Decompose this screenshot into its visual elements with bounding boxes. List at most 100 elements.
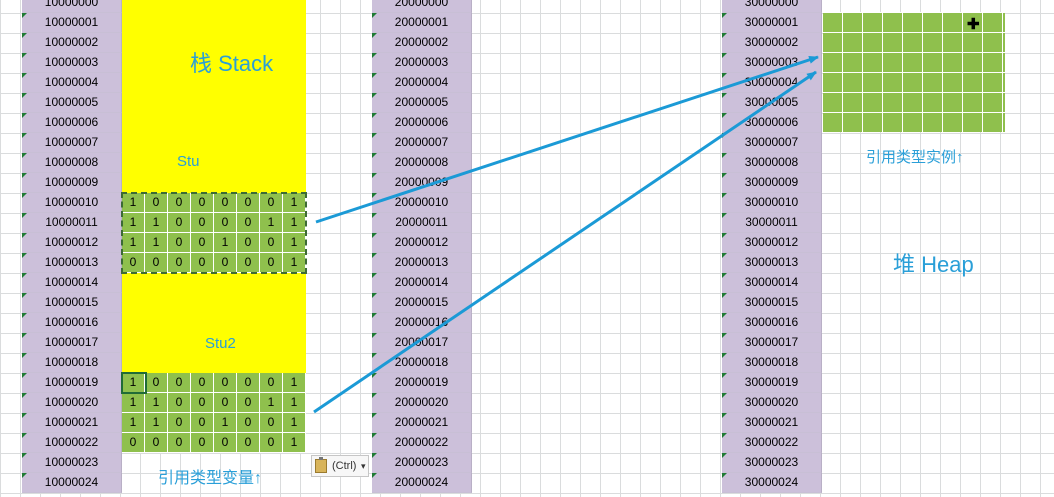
address-cell[interactable]: 10000024 [22,473,122,493]
address-cell[interactable]: 10000020 [22,393,122,413]
bit-cell[interactable]: 0 [260,193,283,213]
address-cell[interactable]: 10000014 [22,273,122,293]
address-cell[interactable]: 10000003 [22,53,122,73]
bit-cell[interactable]: 0 [237,193,260,213]
bit-cell[interactable]: 0 [191,433,214,453]
address-cell[interactable]: 20000016 [372,313,472,333]
bit-cell[interactable]: 0 [168,193,191,213]
address-cell[interactable]: 30000014 [722,273,822,293]
address-cell[interactable]: 10000017 [22,333,122,353]
bit-cell[interactable]: 0 [191,193,214,213]
address-cell[interactable]: 20000020 [372,393,472,413]
active-cell[interactable] [121,372,147,394]
address-cell[interactable]: 10000006 [22,113,122,133]
bit-cell[interactable]: 1 [122,233,145,253]
address-cell[interactable]: 20000018 [372,353,472,373]
address-cell[interactable]: 20000011 [372,213,472,233]
address-cell[interactable]: 10000012 [22,233,122,253]
bit-cell[interactable]: 1 [283,433,306,453]
bit-cell[interactable]: 0 [237,373,260,393]
address-cell[interactable]: 20000002 [372,33,472,53]
bit-cell[interactable]: 0 [237,233,260,253]
address-cell[interactable]: 30000012 [722,233,822,253]
address-cell[interactable]: 20000001 [372,13,472,33]
address-cell[interactable]: 20000003 [372,53,472,73]
address-cell[interactable]: 30000015 [722,293,822,313]
address-cell[interactable]: 20000023 [372,453,472,473]
paste-options-button[interactable]: (Ctrl) ▾ [311,455,369,477]
bit-cell[interactable]: 0 [260,373,283,393]
address-cell[interactable]: 20000017 [372,333,472,353]
address-cell[interactable]: 20000014 [372,273,472,293]
bit-cell[interactable]: 0 [260,413,283,433]
address-cell[interactable]: 30000000 [722,0,822,13]
address-cell[interactable]: 30000001 [722,13,822,33]
bit-cell[interactable]: 1 [214,233,237,253]
address-cell[interactable]: 10000000 [22,0,122,13]
bit-cell[interactable]: 1 [283,373,306,393]
bit-cell[interactable]: 0 [214,393,237,413]
bit-cell[interactable]: 0 [191,373,214,393]
address-cell[interactable]: 30000010 [722,193,822,213]
bit-cell[interactable]: 0 [168,213,191,233]
address-cell[interactable]: 10000015 [22,293,122,313]
address-cell[interactable]: 20000005 [372,93,472,113]
bit-cell[interactable]: 0 [237,433,260,453]
address-cell[interactable]: 20000008 [372,153,472,173]
bit-cell[interactable]: 1 [122,213,145,233]
address-cell[interactable]: 30000009 [722,173,822,193]
bit-cell[interactable]: 0 [237,393,260,413]
address-cell[interactable]: 30000023 [722,453,822,473]
address-cell[interactable]: 20000007 [372,133,472,153]
address-cell[interactable]: 10000013 [22,253,122,273]
bit-cell[interactable]: 1 [122,413,145,433]
bit-cell[interactable]: 0 [122,433,145,453]
address-cell[interactable]: 30000021 [722,413,822,433]
bit-cell[interactable]: 0 [214,193,237,213]
bit-cell[interactable]: 1 [145,233,168,253]
address-cell[interactable]: 10000019 [22,373,122,393]
bit-cell[interactable]: 1 [283,413,306,433]
bit-cell[interactable]: 0 [168,393,191,413]
address-cell[interactable]: 10000005 [22,93,122,113]
address-cell[interactable]: 20000004 [372,73,472,93]
bit-cell[interactable]: 0 [145,193,168,213]
bit-cell[interactable]: 1 [145,393,168,413]
address-cell[interactable]: 30000018 [722,353,822,373]
address-cell[interactable]: 10000021 [22,413,122,433]
bit-cell[interactable]: 0 [191,413,214,433]
address-cell[interactable]: 10000008 [22,153,122,173]
bit-cell[interactable]: 0 [168,433,191,453]
bit-cell[interactable]: 0 [214,433,237,453]
bit-cell[interactable]: 0 [168,233,191,253]
bit-cell[interactable]: 1 [145,413,168,433]
address-cell[interactable]: 30000007 [722,133,822,153]
address-cell[interactable]: 30000019 [722,373,822,393]
bit-cell[interactable]: 0 [191,213,214,233]
address-cell[interactable]: 20000006 [372,113,472,133]
address-cell[interactable]: 10000011 [22,213,122,233]
address-cell[interactable]: 30000003 [722,53,822,73]
address-cell[interactable]: 30000002 [722,33,822,53]
bit-cell[interactable]: 0 [237,213,260,233]
address-cell[interactable]: 10000016 [22,313,122,333]
address-cell[interactable]: 10000018 [22,353,122,373]
bit-cell[interactable]: 0 [260,233,283,253]
bit-cell[interactable]: 0 [214,373,237,393]
bit-cell[interactable]: 0 [168,373,191,393]
bit-cell[interactable]: 1 [122,193,145,213]
address-cell[interactable]: 30000024 [722,473,822,493]
address-cell[interactable]: 30000020 [722,393,822,413]
address-cell[interactable]: 10000009 [22,173,122,193]
address-cell[interactable]: 30000022 [722,433,822,453]
bit-cell[interactable]: 0 [145,433,168,453]
address-cell[interactable]: 30000011 [722,213,822,233]
address-cell[interactable]: 10000010 [22,193,122,213]
address-cell[interactable]: 20000010 [372,193,472,213]
address-cell[interactable]: 30000017 [722,333,822,353]
address-cell[interactable]: 10000007 [22,133,122,153]
bit-cell[interactable]: 0 [145,373,168,393]
address-cell[interactable]: 30000016 [722,313,822,333]
address-cell[interactable]: 10000002 [22,33,122,53]
bit-cell[interactable]: 0 [191,233,214,253]
